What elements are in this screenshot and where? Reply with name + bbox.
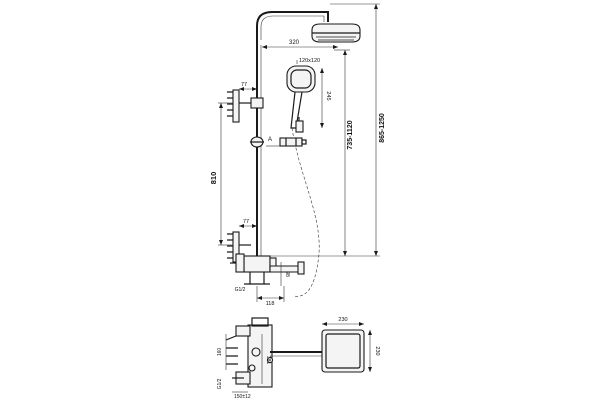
dimension-adjustable-height: 735-1120 — [347, 120, 354, 149]
dimension-bracket-lower: 77 — [243, 219, 249, 225]
dimension-hand-shower-head: 120x120 — [299, 58, 320, 64]
total-height-dimension: 865-1250 — [330, 3, 386, 257]
dimension-plan-arm-length: 381 — [265, 356, 271, 365]
rain-shower-head — [311, 23, 361, 43]
dimension-inlet-thread: G1/2 — [235, 287, 246, 293]
dimension-bracket-upper: 77 — [241, 82, 247, 88]
plan-view: 230 230 160 381 G1/2 150±12 — [217, 317, 380, 400]
elevation-view: 320 120x120 245 A — [209, 3, 386, 307]
dimension-plan-inlet-thread: G1/2 — [217, 378, 223, 389]
shower-arm-inner — [260, 15, 325, 40]
dimension-spout-height: 98 — [284, 271, 290, 277]
adjustable-height-dimension: 735-1120 — [270, 49, 354, 257]
lower-wall-bracket: 77 — [227, 219, 257, 263]
dimension-head-reach: 320 — [289, 40, 300, 46]
dimension-plan-centres: 150±12 — [234, 394, 251, 400]
rail-height-dimension: 810 — [209, 102, 233, 246]
head-reach-dimension: 320 — [262, 40, 338, 49]
plan-shower-head — [321, 329, 365, 373]
shower-hose — [291, 127, 320, 297]
hose-connector-detail — [295, 117, 304, 133]
dimension-plan-head-width: 230 — [338, 317, 347, 323]
thermostatic-mixer: 98 G1/2 118 — [230, 253, 305, 307]
hand-shower: 120x120 245 — [286, 58, 331, 129]
plan-mixer-body — [225, 317, 274, 388]
upper-wall-bracket: 77 — [227, 82, 264, 123]
holder-detail — [279, 137, 307, 147]
dimension-rail-height: 810 — [209, 172, 218, 185]
dimension-spout-length: 118 — [266, 301, 275, 307]
shower-arm — [256, 11, 329, 40]
dimension-total-height: 865-1250 — [379, 113, 386, 143]
dimension-hand-shower-length: 245 — [325, 91, 331, 100]
dimension-plan-head-depth: 230 — [374, 346, 380, 355]
section-mark: A — [268, 137, 272, 143]
dimension-plan-mixer-depth: 160 — [217, 348, 223, 357]
slide-holder: A — [250, 136, 280, 148]
